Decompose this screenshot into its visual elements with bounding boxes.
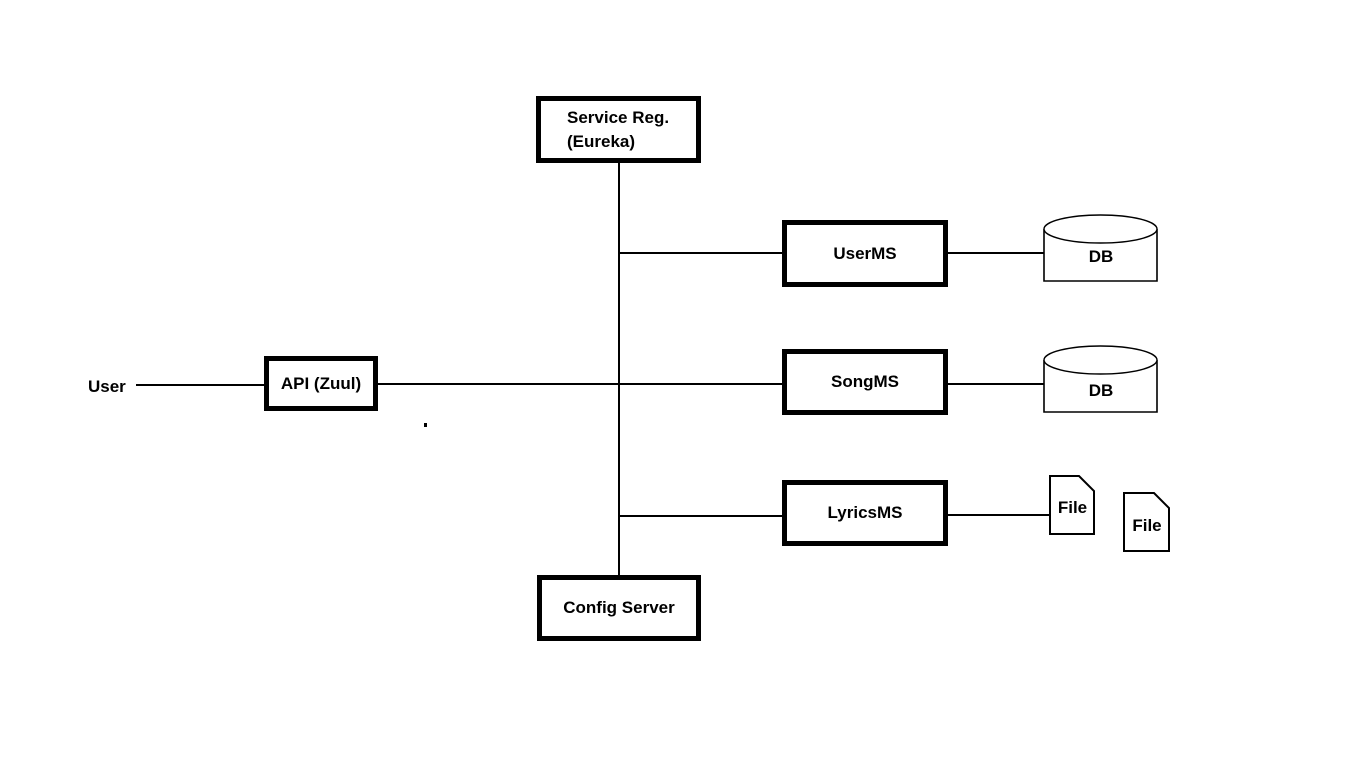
node-lyricsms: LyricsMS (782, 480, 948, 546)
connector-songms-to-db (948, 383, 1045, 385)
service-registry-label-line1: Service Reg. (567, 107, 670, 127)
user-db-label: DB (1088, 247, 1114, 266)
node-userms: UserMS (782, 220, 948, 287)
api-gateway-label: API (Zuul) (280, 373, 362, 393)
node-config-server: Config Server (537, 575, 701, 641)
lyricsms-label: LyricsMS (827, 503, 903, 522)
connector-lyricsms-to-file (948, 514, 1051, 516)
songms-label: SongMS (831, 372, 899, 391)
node-api-gateway: API (Zuul) (264, 356, 378, 411)
node-service-registry: Service Reg. (Eureka) (536, 96, 701, 163)
connector-user-to-api (136, 384, 264, 386)
file-icon (1049, 475, 1095, 535)
file-icon (1123, 492, 1170, 552)
file-primary-label: File (1057, 498, 1088, 517)
service-registry-label-line2: (Eureka) (567, 131, 636, 151)
service-registry-label: Service Reg. (Eureka) (541, 106, 669, 154)
connector-registry-to-config-spine (618, 161, 620, 575)
connector-spine-to-lyricsms (618, 515, 782, 517)
database-cylinder-icon (1043, 345, 1158, 413)
connector-api-to-songms (377, 383, 782, 385)
database-cylinder-icon (1043, 214, 1158, 282)
song-db-label: DB (1088, 381, 1114, 400)
userms-label: UserMS (833, 243, 897, 263)
stray-dot-mark (424, 423, 427, 427)
connector-spine-to-userms (618, 252, 782, 254)
user-actor-label: User (88, 377, 126, 396)
file-secondary-label: File (1132, 516, 1162, 535)
connector-userms-to-db (948, 252, 1045, 254)
config-server-label: Config Server (563, 598, 675, 617)
node-songms: SongMS (782, 349, 948, 415)
